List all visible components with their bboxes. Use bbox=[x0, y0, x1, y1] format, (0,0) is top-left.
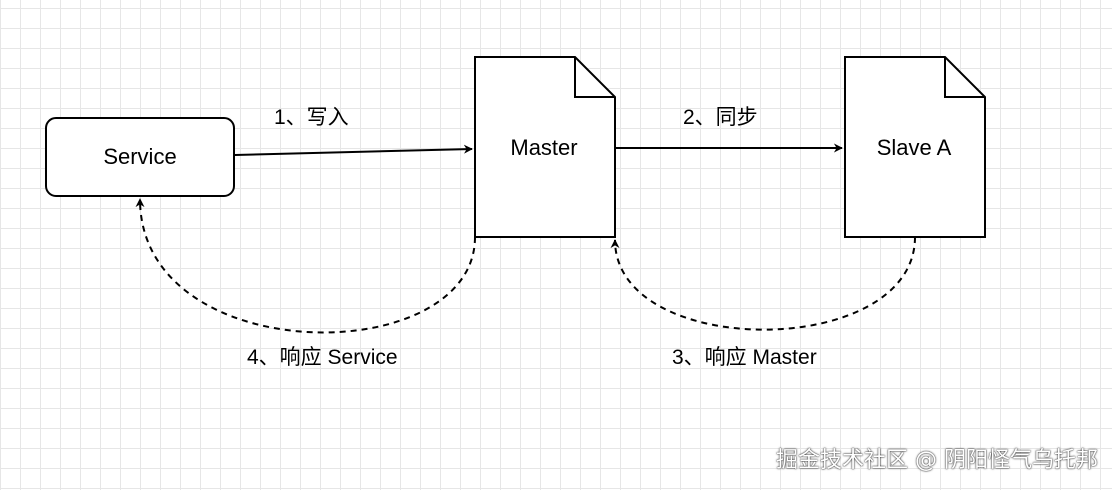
write-arrow bbox=[234, 144, 473, 156]
service-label: Service bbox=[103, 144, 177, 169]
ack-service-label: 4、响应 Service bbox=[247, 346, 398, 369]
watermark-text: 掘金技术社区 @ 阴阳怪气乌托邦 bbox=[776, 448, 1098, 473]
write-label: 1、写入 bbox=[274, 106, 349, 129]
slave-node-fold bbox=[944, 57, 985, 98]
slave-node[interactable] bbox=[844, 56, 986, 238]
slave-label: Slave A bbox=[876, 135, 952, 160]
master-node-fold bbox=[574, 57, 615, 98]
ack-master-arrow bbox=[610, 236, 916, 331]
master-node[interactable] bbox=[474, 56, 616, 238]
service-node[interactable] bbox=[45, 117, 235, 197]
master-label: Master bbox=[510, 135, 578, 160]
ack-service-arrow bbox=[135, 198, 476, 334]
sync-label: 2、同步 bbox=[683, 106, 758, 129]
ack-master-label: 3、响应 Master bbox=[672, 346, 817, 369]
